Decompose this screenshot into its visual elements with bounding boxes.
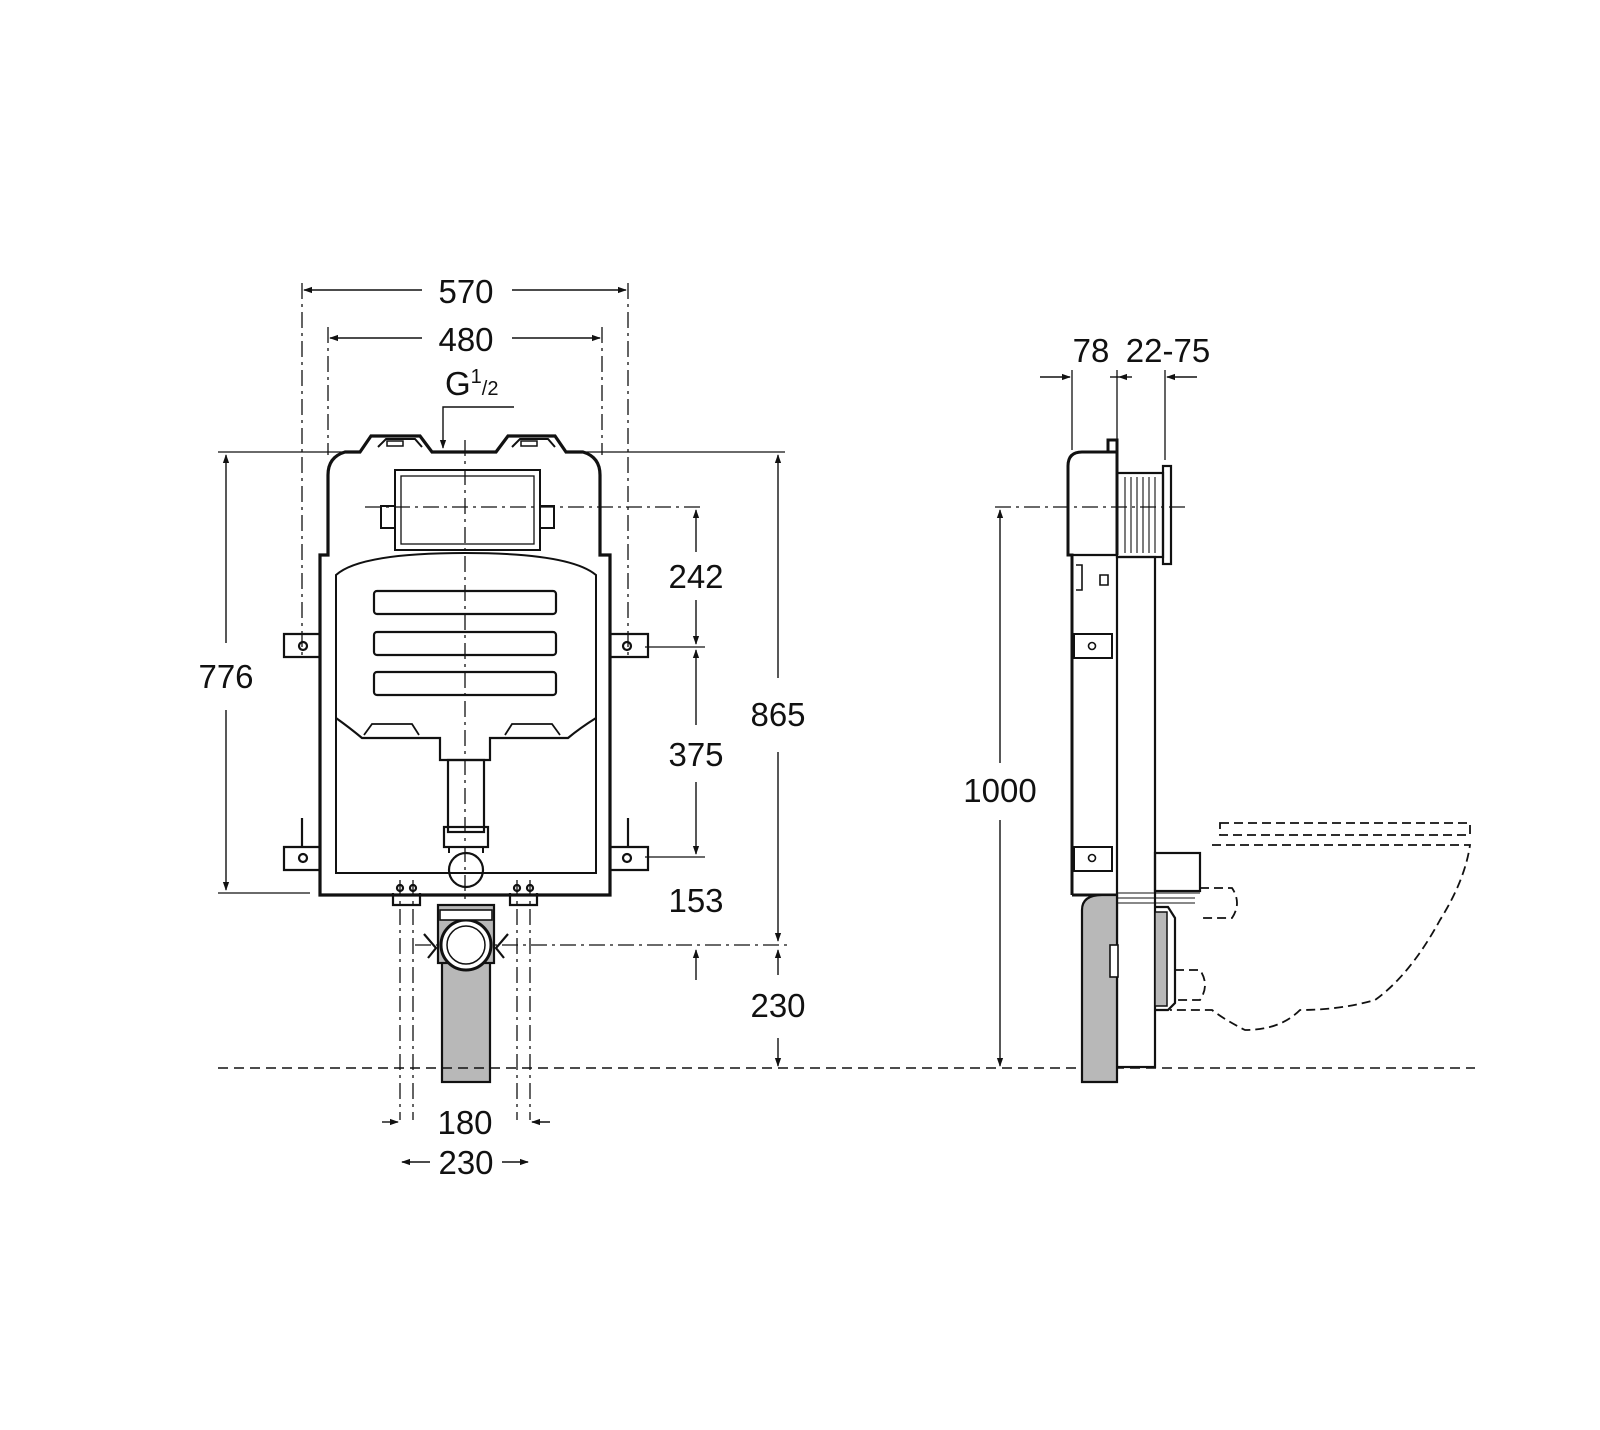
dim-bracket-to-bottom: 153: [668, 882, 723, 919]
side-frame: [1066, 438, 1173, 1069]
front-brackets: [282, 632, 650, 872]
side-wc-bowl: [1170, 822, 1472, 1031]
front-view: 570 480 G1/2 776 865 242 375 153 230 180…: [198, 273, 1475, 1181]
side-dimension-lines: [996, 373, 1197, 1067]
side-extension-lines: [1071, 370, 1166, 460]
front-outlet: [391, 883, 539, 1084]
front-extension-lines: [218, 451, 785, 894]
inlet-thread-letter: G: [445, 365, 471, 402]
dim-width-overall: 570: [438, 273, 493, 310]
inlet-thread-sub: /2: [482, 378, 499, 400]
dim-bracket-spacing: 375: [668, 736, 723, 773]
dim-outlet-height: 230: [750, 987, 805, 1024]
dim-top-to-bracket: 242: [668, 558, 723, 595]
front-dimension-lines: [222, 286, 782, 1166]
side-view: 78 22-75 1000: [963, 332, 1472, 1084]
dim-feet-inner: 180: [437, 1104, 492, 1141]
front-frame: [318, 434, 612, 897]
dim-feet-outer: 230: [438, 1144, 493, 1181]
inlet-thread-sup: 1: [471, 366, 482, 388]
side-drain: [1080, 851, 1202, 1084]
dim-width-frame: 480: [438, 321, 493, 358]
dim-height-inlet-side: 1000: [963, 772, 1036, 809]
dim-depth-frame: 78: [1073, 332, 1110, 369]
dim-depth-adjust: 22-75: [1126, 332, 1210, 369]
dim-height-frame: 776: [198, 658, 253, 695]
front-centerlines: [301, 283, 790, 1120]
label-inlet-thread: G1/2: [445, 365, 498, 402]
dim-height-inlet-floor: 865: [750, 696, 805, 733]
